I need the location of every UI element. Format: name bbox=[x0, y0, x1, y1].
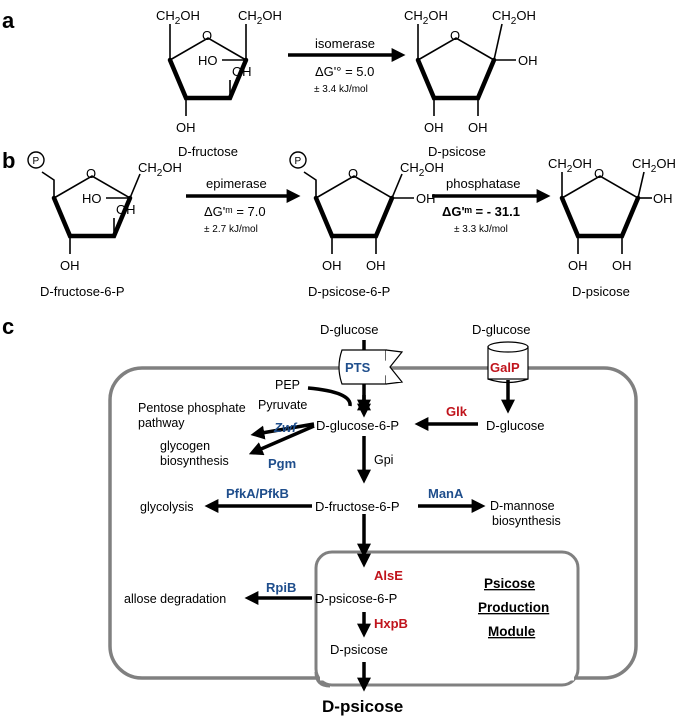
mana-label: ManA bbox=[428, 486, 464, 501]
oh-label: OH bbox=[176, 120, 196, 135]
d-glucose-extracellular-top: D-glucose bbox=[320, 322, 379, 337]
glycolysis-label: glycolysis bbox=[140, 500, 194, 514]
d-psicose-label-a: D-psicose bbox=[428, 144, 486, 159]
glycogen-label-2: biosynthesis bbox=[160, 454, 229, 468]
panel-label-a: a bbox=[2, 8, 15, 33]
mannose-label-2: biosynthesis bbox=[492, 514, 561, 528]
ho-label: HO bbox=[198, 53, 218, 68]
hxpb-label: HxpB bbox=[374, 616, 408, 631]
d-fructose-6-p-node: D-fructose-6-P bbox=[315, 499, 400, 514]
svg-text:OH: OH bbox=[366, 258, 386, 273]
svg-text:CH2OH: CH2OH bbox=[138, 160, 182, 179]
pfka-pfkb-label: PfkA/PfkB bbox=[226, 486, 289, 501]
module-title-2: Production bbox=[478, 600, 549, 615]
svg-text:OH: OH bbox=[116, 202, 136, 217]
svg-text:O: O bbox=[594, 166, 604, 181]
module-title-1: Psicose bbox=[484, 576, 536, 591]
alse-label: AlsE bbox=[374, 568, 403, 583]
panel-label-c: c bbox=[2, 314, 14, 339]
svg-text:P: P bbox=[33, 156, 40, 167]
svg-text:OH: OH bbox=[653, 191, 673, 206]
pentose-phosphate-label-1: Pentose phosphate bbox=[138, 401, 246, 415]
d-glucose-intracellular: D-glucose bbox=[486, 418, 545, 433]
isomerase-dg: ΔG'° = 5.0 bbox=[315, 64, 374, 79]
epimerase-reaction: epimerase ΔG'ᵐ = 7.0 ± 2.7 kJ/mol bbox=[186, 176, 301, 235]
rpib-label: RpiB bbox=[266, 580, 296, 595]
d-glucose-6-p-label: D-glucose-6-P bbox=[316, 418, 399, 433]
d-fructose-6-p-label: D-fructose-6-P bbox=[40, 284, 125, 299]
zwf-label: Zwf bbox=[273, 420, 298, 435]
svg-text:CH2OH: CH2OH bbox=[238, 8, 282, 27]
d-psicose-6-p-structure: O P CH2OH OH OH OH D-psicose-6-P bbox=[289, 151, 444, 299]
pgm-label: Pgm bbox=[268, 456, 296, 471]
svg-text:O: O bbox=[86, 166, 96, 181]
phosphate-icon bbox=[289, 151, 307, 169]
isomerase-error: ± 3.4 kJ/mol bbox=[314, 84, 368, 95]
isomerase-label: isomerase bbox=[315, 36, 375, 51]
epimerase-error: ± 2.7 kJ/mol bbox=[204, 224, 258, 235]
svg-text:P: P bbox=[295, 156, 302, 167]
svg-text:CH2OH: CH2OH bbox=[548, 156, 592, 175]
svg-text:OH: OH bbox=[468, 120, 488, 135]
svg-text:O: O bbox=[450, 28, 460, 43]
d-psicose-product: D-psicose bbox=[322, 697, 403, 716]
svg-text:OH: OH bbox=[568, 258, 588, 273]
pts-label: PTS bbox=[345, 360, 371, 375]
svg-text:OH: OH bbox=[322, 258, 342, 273]
phosphatase-error: ± 3.3 kJ/mol bbox=[454, 224, 508, 235]
svg-text:O: O bbox=[348, 166, 358, 181]
allose-degradation-label: allose degradation bbox=[124, 592, 226, 606]
svg-text:HO: HO bbox=[82, 191, 102, 206]
phosphatase-label: phosphatase bbox=[446, 176, 520, 191]
glk-label: Glk bbox=[446, 404, 468, 419]
psicose-production-module-box bbox=[314, 550, 580, 687]
ring-oxygen: O bbox=[202, 28, 212, 43]
phosphatase-dg: ΔG'ᵐ = - 31.1 bbox=[442, 204, 520, 219]
svg-text:CH2OH: CH2OH bbox=[492, 8, 536, 27]
isomerase-reaction: isomerase ΔG'° = 5.0 ± 3.4 kJ/mol bbox=[288, 36, 406, 95]
d-psicose-6-p-label: D-psicose-6-P bbox=[308, 284, 390, 299]
module-title-3: Module bbox=[488, 624, 536, 639]
panel-label-b: b bbox=[2, 148, 15, 173]
d-psicose-structure-a: O CH2OH CH2OH OH OH OH D-psicose bbox=[404, 8, 538, 159]
svg-text:OH: OH bbox=[60, 258, 80, 273]
galp-label: GalP bbox=[490, 360, 520, 375]
svg-text:OH: OH bbox=[424, 120, 444, 135]
glycogen-label-1: glycogen bbox=[160, 439, 210, 453]
svg-text:CH2OH: CH2OH bbox=[632, 156, 675, 175]
d-glucose-extracellular-right: D-glucose bbox=[472, 322, 531, 337]
phosphate-icon bbox=[27, 151, 45, 169]
galp-transporter-icon bbox=[487, 341, 529, 384]
oh-label: OH bbox=[232, 64, 252, 79]
d-psicose-label-b: D-psicose bbox=[572, 284, 630, 299]
svg-text:OH: OH bbox=[518, 53, 538, 68]
d-psicose-6-p-node: D-psicose-6-P bbox=[315, 591, 397, 606]
svg-text:CH2OH: CH2OH bbox=[156, 8, 200, 27]
svg-text:OH: OH bbox=[416, 191, 436, 206]
epimerase-dg: ΔG'ᵐ = 7.0 bbox=[204, 204, 266, 219]
d-fructose-label: D-fructose bbox=[178, 144, 238, 159]
d-fructose-6-p-structure: O P CH2OH HO OH OH D-fructose-6-P bbox=[27, 151, 182, 299]
d-psicose-structure-b: O CH2OH CH2OH OH OH OH D-psicose bbox=[548, 156, 675, 299]
epimerase-label: epimerase bbox=[206, 176, 267, 191]
d-psicose-intracellular: D-psicose bbox=[330, 642, 388, 657]
svg-text:CH2OH: CH2OH bbox=[404, 8, 448, 27]
d-fructose-structure: O CH2OH CH2OH HO OH OH D-fructose bbox=[156, 8, 282, 159]
pentose-phosphate-label-2: pathway bbox=[138, 416, 185, 430]
svg-text:OH: OH bbox=[612, 258, 632, 273]
svg-text:CH2OH: CH2OH bbox=[400, 160, 444, 179]
mannose-label-1: D-mannose bbox=[490, 499, 555, 513]
pyruvate-label: Pyruvate bbox=[258, 398, 307, 412]
gpi-label: Gpi bbox=[374, 453, 393, 467]
pep-label: PEP bbox=[275, 378, 300, 392]
phosphatase-reaction: phosphatase ΔG'ᵐ = - 31.1 ± 3.3 kJ/mol bbox=[432, 176, 551, 235]
